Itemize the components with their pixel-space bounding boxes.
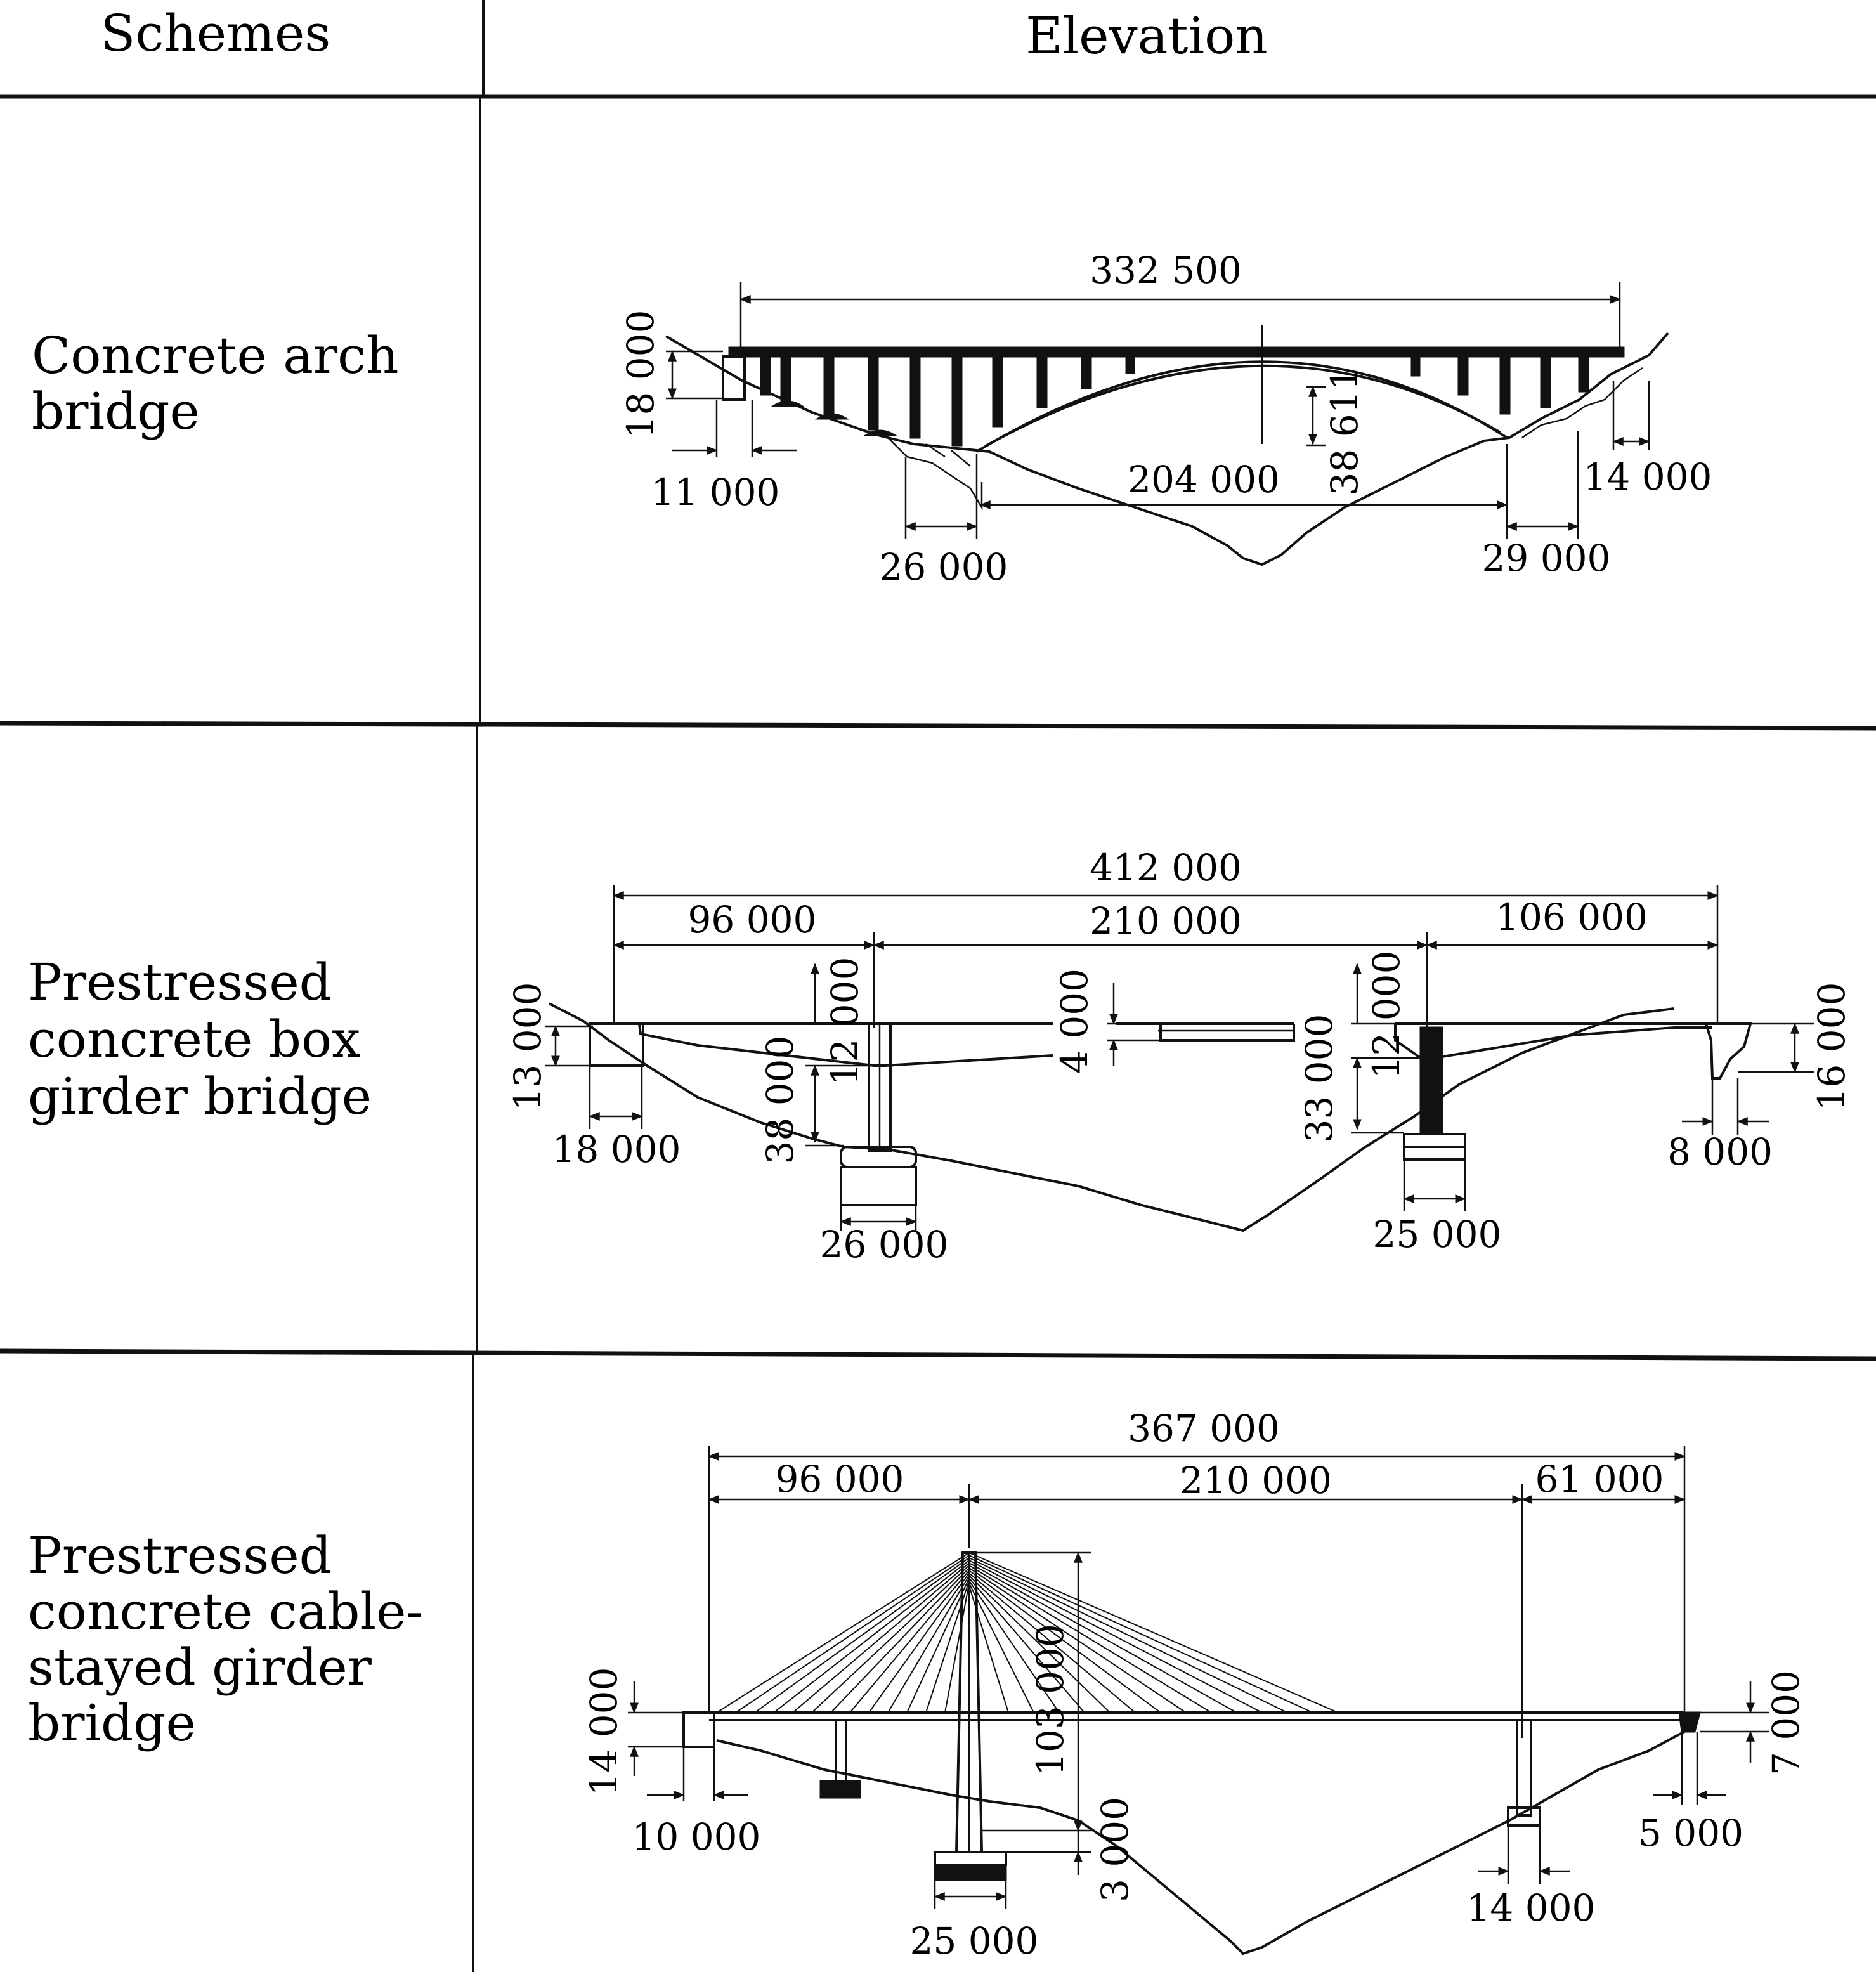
- arch-rib: [975, 360, 1508, 453]
- scheme-name-box-girder: Prestressed concrete box girder bridge: [28, 953, 372, 1126]
- dim-cable-tower-footing: 25 000: [910, 1919, 1039, 1962]
- dim-cable-span-left: 96 000: [776, 1458, 904, 1501]
- dim-arch-rise: 38 611: [1323, 367, 1366, 496]
- header-schemes: Schemes: [101, 4, 331, 63]
- dim-arch-right-footing: 29 000: [1482, 537, 1611, 580]
- dim-box-span-right: 106 000: [1495, 896, 1648, 939]
- dim-box-height-left: 13 000: [506, 983, 549, 1111]
- dim-cable-right-abutment: 5 000: [1638, 1812, 1743, 1855]
- spandrel-columns: [760, 355, 1589, 447]
- dim-arch-right-abutment: 14 000: [1584, 455, 1712, 499]
- dim-cable-span-right: 61 000: [1535, 1458, 1664, 1501]
- dim-box-height-right: 16 000: [1810, 983, 1853, 1111]
- arch-deck: [728, 346, 1625, 358]
- pier-2: [1419, 1026, 1443, 1135]
- svg-text:Concrete arch: Concrete arch: [32, 326, 398, 385]
- dim-box-total: 412 000: [1090, 846, 1242, 889]
- dim-arch-height-left: 18 000: [619, 310, 662, 439]
- dim-box-right-abutment: 8 000: [1667, 1130, 1773, 1173]
- stay-cables: [716, 1552, 1339, 1713]
- row-divider-2: [0, 1348, 1876, 1361]
- svg-text:concrete box: concrete box: [28, 1010, 360, 1069]
- ground-line: [665, 332, 1669, 566]
- dim-arch-left-footing: 26 000: [880, 545, 1008, 589]
- svg-text:Prestressed: Prestressed: [28, 953, 332, 1012]
- dim-arch-left-abutment: 11 000: [651, 471, 780, 514]
- scheme-name-arch: Concrete arch bridge: [32, 326, 398, 441]
- dim-cable-tower-footing-depth: 3 000: [1093, 1797, 1137, 1902]
- dim-box-pier2-height: 33 000: [1298, 1014, 1341, 1143]
- svg-text:girder bridge: girder bridge: [28, 1067, 372, 1126]
- dim-box-midspan-depth: 4 000: [1053, 969, 1096, 1074]
- cable-stayed-bridge-elevation: 367 000 96 000 210 000 61 000: [582, 1407, 1808, 1962]
- dim-arch-total: 332 500: [1090, 249, 1242, 292]
- dim-box-pier1-footing: 26 000: [820, 1223, 949, 1266]
- dim-box-pier2-footing: 25 000: [1373, 1213, 1502, 1256]
- dim-box-pier2-top: 12 000: [1365, 951, 1408, 1080]
- dim-box-left-abutment: 18 000: [552, 1128, 681, 1171]
- dim-cable-total: 367 000: [1128, 1407, 1280, 1450]
- header-elevation: Elevation: [1026, 6, 1268, 65]
- arch-bridge-elevation: 332 500: [619, 249, 1712, 589]
- svg-text:stayed girder: stayed girder: [28, 1638, 372, 1697]
- row-divider-1: [0, 721, 1876, 731]
- dim-cable-pier-footing: 14 000: [1467, 1886, 1596, 1930]
- svg-text:bridge: bridge: [32, 382, 200, 441]
- dim-cable-left-abutment: 10 000: [632, 1815, 761, 1858]
- svg-text:bridge: bridge: [28, 1694, 196, 1753]
- svg-text:concrete cable-: concrete cable-: [28, 1582, 423, 1641]
- box-girder-bridge-elevation: 412 000 96 000 210 000 106 000: [506, 846, 1853, 1266]
- scheme-name-cable-stayed: Prestressed concrete cable- stayed girde…: [28, 1526, 423, 1753]
- dim-cable-height-left: 14 000: [582, 1668, 625, 1796]
- svg-text:Prestressed: Prestressed: [28, 1526, 332, 1585]
- dim-box-span-left: 96 000: [688, 898, 817, 941]
- dim-box-span-main: 210 000: [1090, 899, 1242, 943]
- dim-cable-tower-height: 103 000: [1029, 1624, 1072, 1776]
- ground-line-3: [716, 1730, 1685, 1956]
- dim-box-pier1-height: 38 000: [759, 1036, 802, 1165]
- dim-box-pier1-top: 12 000: [823, 957, 866, 1086]
- dim-arch-span: 204 000: [1128, 458, 1280, 501]
- dim-cable-span-main: 210 000: [1180, 1459, 1332, 1502]
- dim-cable-height-right: 7 000: [1764, 1670, 1808, 1775]
- ground-line-2: [549, 1002, 1675, 1232]
